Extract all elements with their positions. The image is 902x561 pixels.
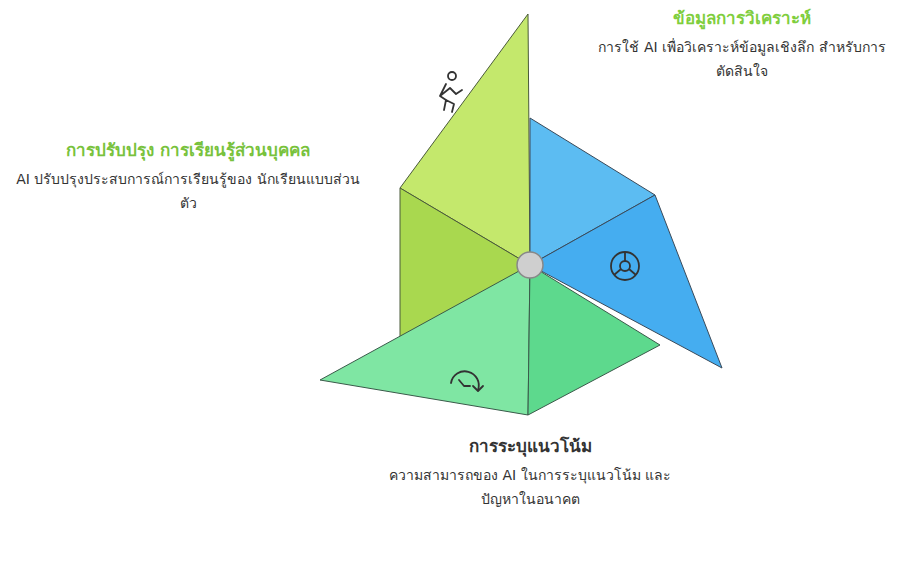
teal-panel-right [528,265,660,415]
block-heading: ข้อมูลการวิเคราะห์ [596,6,888,31]
block-body: ความสามารถของ AI ในการระบุแนวโน้ม และปัญ… [374,463,686,512]
block-heading: การปรับปรุง การเรียนรู้ส่วนบุคคล [8,138,368,163]
clock-arrow-icon [451,371,483,391]
text-block: การระบุแนวโน้มความสามารถของ AI ในการระบุ… [370,432,690,514]
text-block: การปรับปรุง การเรียนรู้ส่วนบุคคล AI ปรับป… [4,136,372,218]
block-body: AI ปรับปรุงประสบการณ์การเรียนรู้ของ นักเ… [8,167,368,216]
teal-panel-left [320,265,530,415]
text-block: ข้อมูลการวิเคราะห์การใช้ AI เพื่อวิเคราะ… [592,4,892,86]
block-body: การใช้ AI เพื่อวิเคราะห์ข้อมูลเชิงลึก สำ… [596,35,888,84]
pie-chart-icon [611,252,639,280]
person-icon [440,72,462,112]
block-heading: การระบุแนวโน้ม [374,434,686,459]
hub-circle [517,252,543,278]
